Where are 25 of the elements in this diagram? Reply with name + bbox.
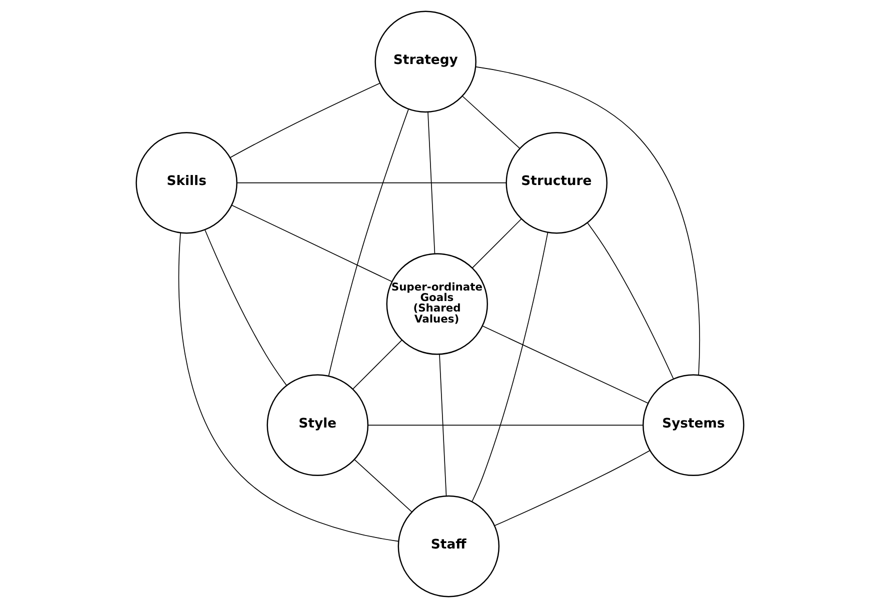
connector [231, 204, 392, 282]
node-circle: Skills [136, 132, 238, 234]
node-circle: Staff [398, 495, 500, 598]
node-circle: Style [266, 374, 368, 476]
node-circle: Systems [642, 374, 744, 476]
connector [178, 232, 399, 542]
connector [482, 326, 649, 404]
node-circle: Structure [506, 132, 608, 234]
node-circle: Super-ordinate Goals (Shared Values) [386, 253, 488, 355]
connector [494, 450, 650, 526]
connector [236, 182, 506, 184]
connector [354, 459, 412, 512]
connector [462, 96, 520, 149]
connector [475, 66, 700, 376]
connector [439, 354, 447, 496]
connector [204, 229, 287, 386]
node-circle: Strategy [374, 10, 476, 113]
connector [472, 218, 522, 268]
connector [587, 222, 674, 380]
connector [230, 82, 380, 158]
connector [352, 340, 402, 390]
connector [428, 112, 436, 254]
connector [328, 108, 409, 376]
connector [472, 232, 548, 502]
connector [367, 424, 644, 426]
